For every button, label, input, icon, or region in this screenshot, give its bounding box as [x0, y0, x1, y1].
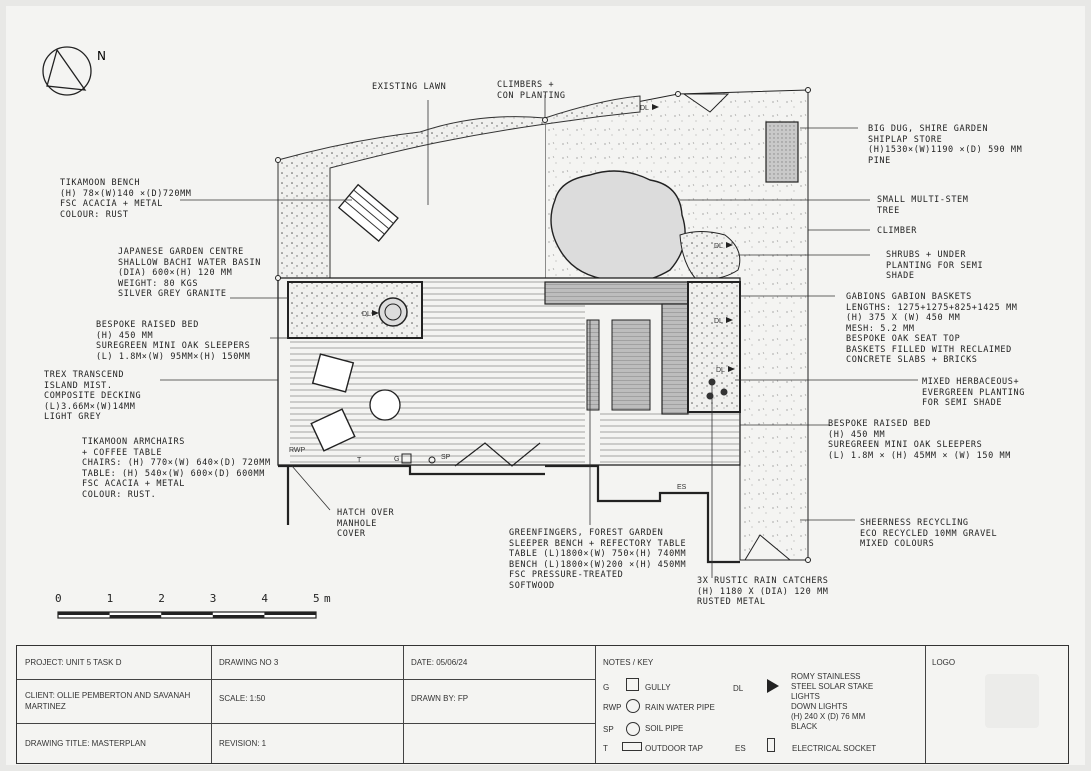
tap-label: T — [357, 457, 362, 464]
key-rwp-code: RWP — [603, 703, 622, 712]
downlight-icon: DL — [362, 310, 379, 318]
leader-lines — [160, 95, 918, 578]
notes-key-title: NOTES / KEY — [603, 658, 654, 667]
annotation-raised-bed-right: BESPOKE RAISED BED (H) 450 MM SUREGREEN … — [828, 419, 1011, 461]
boundary-corners — [275, 87, 811, 563]
refectory-table — [611, 319, 651, 411]
svg-text:DL: DL — [716, 367, 725, 374]
scale-tick-label: m — [324, 592, 331, 605]
key-g-code: G — [603, 683, 610, 692]
downlight-icon — [767, 679, 779, 693]
rain-catcher — [720, 388, 728, 396]
date-cell: DATE: 05/06/24 — [411, 658, 468, 667]
svg-text:DL: DL — [640, 105, 649, 112]
electrical-socket-icon — [767, 738, 775, 752]
annotation-baskets: GABIONS GABION BASKETS LENGTHS: 1275+127… — [846, 292, 1018, 365]
annotation-decking: TREX TRANSCEND ISLAND MIST. COMPOSITE DE… — [44, 370, 142, 422]
revision-cell: REVISION: 1 — [219, 739, 267, 748]
annotation-existing-lawn: EXISTING LAWN — [372, 82, 447, 92]
drawing-title-cell: DRAWING TITLE: MASTERPLAN — [25, 739, 146, 748]
existing-lawn-area — [278, 120, 545, 303]
shiplap-store — [765, 121, 799, 183]
corner-planting — [744, 534, 792, 561]
annotation-tree: SMALL MULTI-STEM TREE — [877, 195, 969, 216]
boundary-hedge — [277, 95, 641, 301]
annotation-rain-catchers: 3X RUSTIC RAIN CATCHERS (H) 1180 X (DIA)… — [697, 576, 829, 607]
scale-tick-label: 3 — [210, 592, 217, 605]
drawn-by-cell: DRAWN BY: FP — [411, 694, 469, 703]
key-dl-label: ROMY STAINLESS STEEL SOLAR STAKE LIGHTS … — [791, 672, 874, 731]
annotation-basin: JAPANESE GARDEN CENTRE SHALLOW BACHI WAT… — [118, 247, 261, 299]
scale-tick-label: 0 — [55, 592, 62, 605]
soil-pipe-icon — [626, 722, 640, 736]
client-cell: CLIENT: OLLIE PEMBERTON AND SAVANAH MART… — [25, 691, 191, 711]
gully-label: G — [394, 456, 399, 463]
key-t-code: T — [603, 744, 608, 753]
svg-text:DL: DL — [714, 243, 723, 250]
rain-water-pipe-icon — [626, 699, 640, 713]
soil-pipe-icon — [428, 456, 436, 464]
gully-icon — [401, 453, 412, 464]
annotation-hatch: HATCH OVER MANHOLE COVER — [337, 508, 395, 539]
annotation-shrubs: SHRUBS + UNDER PLANTING FOR SEMI SHADE — [886, 250, 984, 281]
armchair — [311, 353, 355, 393]
bifold-door — [454, 442, 541, 467]
scale-tick-label: 1 — [107, 592, 114, 605]
gabion-basket-side — [661, 303, 689, 415]
rain-catcher — [706, 392, 714, 400]
annotation-raised-bed-left: BESPOKE RAISED BED (H) 450 MM SUREGREEN … — [96, 320, 251, 362]
scale-tick-label: 4 — [261, 592, 268, 605]
scale-tick-label: 5 — [313, 592, 320, 605]
north-arrow-icon: N — [42, 46, 106, 96]
raised-bed-right — [687, 281, 741, 413]
drawing-no-cell: DRAWING NO 3 — [219, 658, 279, 667]
annotation-bench: TIKAMOON BENCH (H) 78×(W)140 ×(D)720MM F… — [60, 178, 192, 220]
title-block: PROJECT: UNIT 5 TASK D DRAWING NO 3 DATE… — [16, 645, 1069, 764]
house-wall — [278, 464, 740, 564]
rwp-label: RWP — [289, 447, 306, 454]
key-g-label: GULLY — [645, 683, 671, 692]
annotation-bench-table: GREENFINGERS, FOREST GARDEN SLEEPER BENC… — [509, 528, 687, 591]
annotation-herbaceous: MIXED HERBACEOUS+ EVERGREEN PLANTING FOR… — [922, 377, 1025, 408]
svg-text:DL: DL — [362, 311, 371, 318]
key-sp-label: SOIL PIPE — [645, 724, 684, 733]
logo-label: LOGO — [932, 658, 956, 667]
armchair — [310, 408, 356, 452]
north-label: N — [97, 49, 106, 63]
water-basin — [378, 297, 408, 327]
downlight-icon: DL — [716, 366, 735, 374]
sleeper-bench — [586, 319, 600, 411]
tikamoon-bench — [337, 183, 399, 242]
corner-planting — [682, 93, 730, 113]
project-cell: PROJECT: UNIT 5 TASK D — [25, 658, 122, 667]
annotation-armchairs: TIKAMOON ARMCHAIRS + COFFEE TABLE CHAIRS… — [82, 437, 271, 500]
socket-label: ES — [677, 484, 687, 491]
shrub-planting — [679, 231, 741, 280]
coffee-table — [369, 389, 401, 421]
key-t-label: OUTDOOR TAP — [645, 744, 703, 753]
key-es-code: ES — [735, 744, 746, 753]
masterplan-drawing: N RWP T G SP ES DL DL — [42, 46, 918, 619]
key-sp-code: SP — [603, 725, 614, 734]
annotation-gravel: SHEERNESS RECYCLING ECO RECYCLED 10MM GR… — [860, 518, 998, 549]
key-es-label: ELECTRICAL SOCKET — [792, 744, 877, 753]
outdoor-tap-icon — [622, 742, 642, 751]
rain-catcher — [708, 378, 716, 386]
downlight-icon: DL — [640, 104, 659, 112]
key-rwp-label: RAIN WATER PIPE — [645, 703, 715, 712]
annotation-climbers: CLIMBERS + CON PLANTING — [497, 80, 566, 101]
downlight-icon: DL — [714, 242, 733, 250]
svg-text:DL: DL — [714, 318, 723, 325]
gully-icon — [626, 678, 639, 691]
scale-cell: SCALE: 1:50 — [219, 694, 266, 703]
logo-placeholder — [985, 674, 1039, 728]
downlight-icon: DL — [714, 317, 733, 325]
gabion-basket-top — [544, 281, 689, 305]
annotation-store: BIG DUG, SHIRE GARDEN SHIPLAP STORE (H)1… — [868, 124, 1023, 166]
key-dl-code: DL — [733, 684, 744, 693]
annotation-climber: CLIMBER — [877, 226, 918, 236]
soil-pipe-label: SP — [441, 454, 451, 461]
scale-tick-label: 2 — [158, 592, 165, 605]
